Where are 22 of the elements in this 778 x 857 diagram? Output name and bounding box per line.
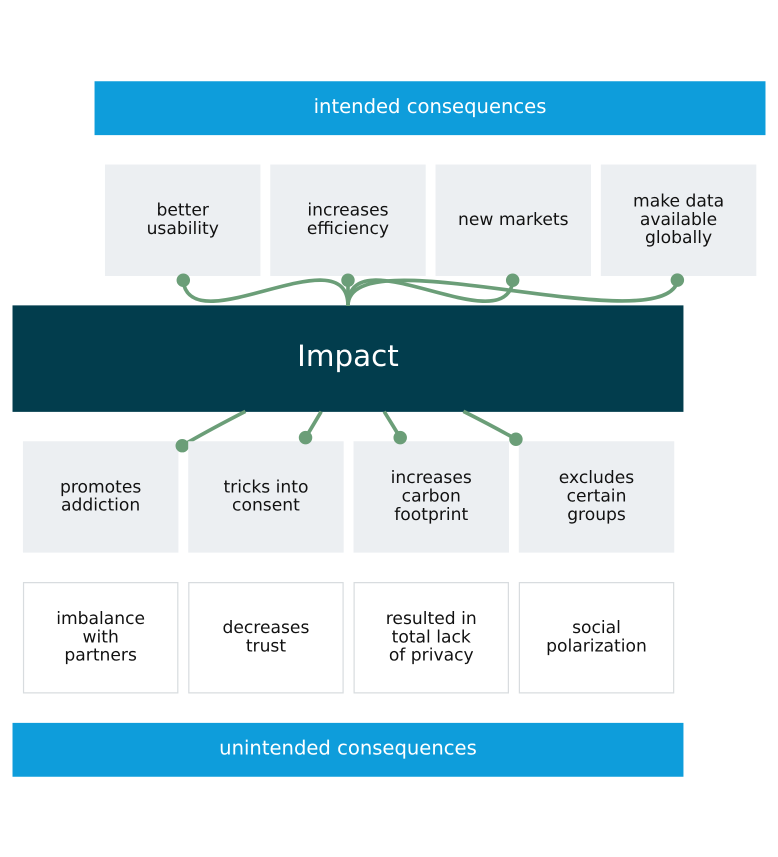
connector	[346, 272, 684, 306]
connector	[462, 409, 523, 446]
node-box: imbalance with partners	[22, 582, 178, 693]
node-box: new markets	[436, 164, 592, 276]
connector	[298, 410, 323, 444]
connector	[382, 410, 407, 444]
node-box: resulted in total lack of privacy	[354, 582, 509, 693]
node-box: unintended consequences	[12, 722, 684, 776]
connector	[176, 409, 246, 452]
node-box: increases carbon footprint	[354, 440, 509, 552]
node-box: tricks into consent	[188, 440, 344, 552]
connector	[346, 272, 520, 306]
node-box: promotes addiction	[22, 440, 178, 552]
node-box: better usability	[104, 164, 260, 276]
node-box: increases efficiency	[270, 164, 426, 276]
node-box: excludes certain groups	[518, 440, 674, 552]
node-box: Impact	[12, 304, 684, 412]
node-box: decreases trust	[188, 582, 344, 693]
node-box: social polarization	[518, 582, 674, 693]
connector	[176, 272, 350, 306]
node-box: make data available globally	[600, 164, 756, 276]
node-box: intended consequences	[94, 80, 766, 135]
